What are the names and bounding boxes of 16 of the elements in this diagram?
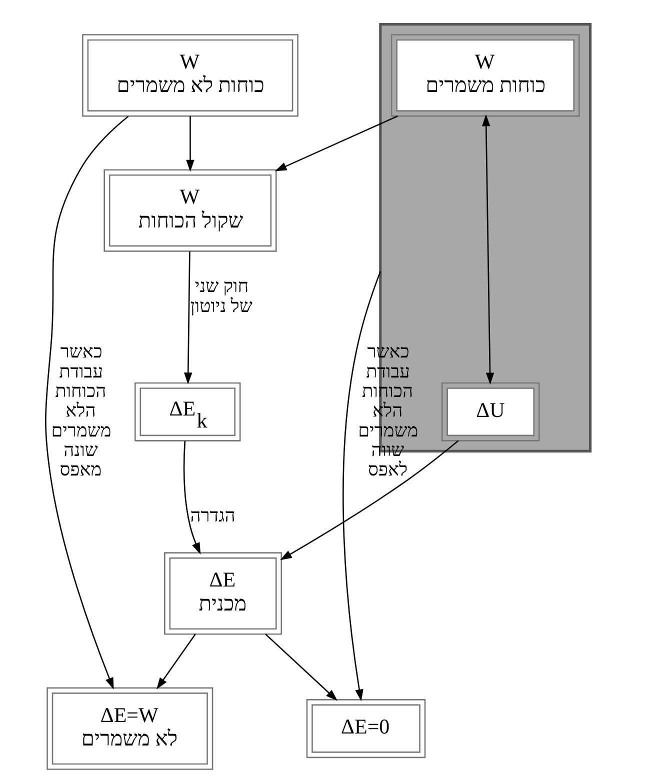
arrow xyxy=(274,116,398,172)
arrow xyxy=(44,116,128,690)
arrow xyxy=(264,634,338,701)
edge-label: כאשר עבודת הכוחות הלא משמרים שווה לאפס xyxy=(358,342,418,480)
node-box: ΔE=0 xyxy=(306,699,426,758)
arrow xyxy=(342,271,381,702)
edge-label: כאשר עבודת הכוחות הלא משמרים שונה מאפס xyxy=(50,342,111,480)
arrow xyxy=(156,634,196,690)
edge-label: הגדרה xyxy=(190,506,235,526)
arrow xyxy=(183,252,192,384)
arrow xyxy=(481,114,494,385)
arrow xyxy=(186,116,194,172)
arrow xyxy=(280,440,458,560)
node-box: ΔU xyxy=(440,382,540,442)
edge-label: חוק שני של ניוטון xyxy=(190,276,252,316)
arrow xyxy=(182,441,200,554)
